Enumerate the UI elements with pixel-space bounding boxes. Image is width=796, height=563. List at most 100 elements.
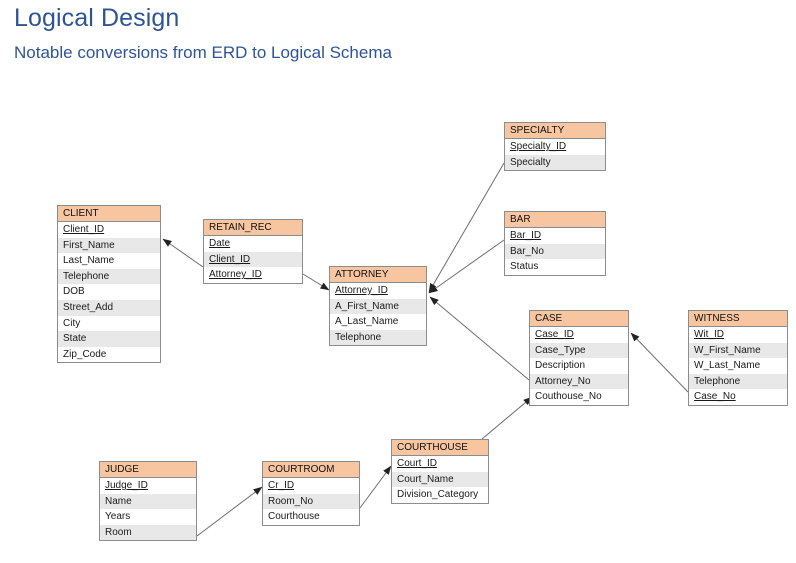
attribute-label: Division_Category xyxy=(397,489,479,501)
attribute-row: Telephone xyxy=(689,373,787,390)
attribute-row: First_Name xyxy=(58,237,160,254)
attribute-label: Street_Add xyxy=(63,301,114,313)
attribute-label: Last_Name xyxy=(63,255,115,267)
attribute-label: Telephone xyxy=(335,331,382,343)
attribute-label: Case_Type xyxy=(535,344,586,356)
entity-title: SPECIALTY xyxy=(505,123,605,139)
relationship-line xyxy=(429,296,530,381)
attribute-key-label: Client_ID xyxy=(63,224,105,235)
entity-title: CASE xyxy=(530,311,628,327)
attribute-key-label: Client_ID xyxy=(209,253,251,265)
attribute-key-label: Date xyxy=(209,238,231,249)
page-title: Logical Design xyxy=(14,4,180,32)
attribute-label: W_Last_Name xyxy=(694,360,761,372)
entity-title: BAR xyxy=(505,212,605,228)
entity-title: COURTHOUSE xyxy=(392,440,488,456)
attribute-key-label: Court_ID xyxy=(397,458,438,469)
attribute-row: Specialty_ID xyxy=(505,139,605,155)
attribute-row: Client_ID xyxy=(58,222,160,238)
attribute-key-label: Case_ID xyxy=(535,329,574,340)
attribute-label: W_First_Name xyxy=(694,344,761,356)
attribute-row: W_First_Name xyxy=(689,342,787,359)
attribute-row: Cr_ID xyxy=(263,478,359,494)
attribute-label: Telephone xyxy=(694,375,741,387)
attribute-row: Court_ID xyxy=(392,456,488,472)
relationship-line xyxy=(196,486,263,537)
relationship-line xyxy=(428,239,505,294)
attribute-row: Wit_ID xyxy=(689,327,787,343)
attribute-row: Client_ID xyxy=(204,251,302,268)
attribute-row: Street_Add xyxy=(58,299,160,316)
attribute-row: Case_Type xyxy=(530,342,628,359)
attribute-label: Room_No xyxy=(268,495,314,507)
attribute-key-label: Cr_ID xyxy=(268,480,295,491)
entity-title: COURTROOM xyxy=(263,462,359,478)
attribute-label: Zip_Code xyxy=(63,348,107,360)
attribute-key-label: Attorney_ID xyxy=(335,285,388,296)
attribute-label: A_Last_Name xyxy=(335,316,399,328)
attribute-row: Status xyxy=(505,259,605,275)
entity-title: WITNESS xyxy=(689,311,787,327)
attribute-label: Telephone xyxy=(63,270,110,282)
attribute-row: Attorney_ID xyxy=(204,267,302,283)
relationship-line xyxy=(630,332,689,393)
attribute-row: Bar_ID xyxy=(505,228,605,244)
attribute-row: Court_Name xyxy=(392,471,488,488)
relationship-line xyxy=(162,238,204,268)
attribute-label: Description xyxy=(535,360,586,372)
attribute-row: Case_ID xyxy=(530,327,628,343)
attribute-label: A_First_Name xyxy=(335,300,399,312)
attribute-row: Attorney_No xyxy=(530,373,628,390)
attribute-row: Case_No xyxy=(689,389,787,405)
page-subtitle: Notable conversions from ERD to Logical … xyxy=(14,43,392,62)
attribute-key-label: Specialty_ID xyxy=(510,141,567,152)
attribute-label: Couthouse_No xyxy=(535,391,602,403)
attribute-label: Status xyxy=(510,261,539,273)
attribute-row: Telephone xyxy=(58,268,160,285)
attribute-label: Court_Name xyxy=(397,473,454,485)
entity-title: ATTORNEY xyxy=(330,267,426,283)
attribute-row: Telephone xyxy=(330,329,426,346)
attribute-label: First_Name xyxy=(63,239,115,251)
attribute-key-label: Wit_ID xyxy=(694,329,724,340)
attribute-row: A_Last_Name xyxy=(330,314,426,330)
attribute-label: DOB xyxy=(63,286,85,298)
attribute-row: Bar_No xyxy=(505,243,605,260)
attribute-label: Courthouse xyxy=(268,511,320,523)
attribute-label: Name xyxy=(105,495,132,507)
attribute-label: Attorney_No xyxy=(535,375,591,387)
attribute-row: Description xyxy=(530,358,628,374)
attribute-row: W_Last_Name xyxy=(689,358,787,374)
attribute-label: Room xyxy=(105,526,132,538)
attribute-row: Courthouse xyxy=(263,509,359,525)
attribute-row: State xyxy=(58,331,160,347)
attribute-row: Zip_Code xyxy=(58,346,160,363)
relationship-line xyxy=(428,162,505,293)
attribute-row: Judge_ID xyxy=(100,478,196,494)
entity-title: JUDGE xyxy=(100,462,196,478)
attribute-row: DOB xyxy=(58,284,160,300)
attribute-key-label: Bar_ID xyxy=(510,230,542,241)
attribute-row: Years xyxy=(100,509,196,525)
attribute-row: Attorney_ID xyxy=(330,283,426,299)
entity-title: RETAIN_REC xyxy=(204,220,302,236)
attribute-row: Room_No xyxy=(263,493,359,510)
attribute-row: Couthouse_No xyxy=(530,389,628,405)
attribute-label: Years xyxy=(105,511,131,523)
attribute-row: Room xyxy=(100,524,196,541)
attribute-label: State xyxy=(63,333,87,345)
attribute-row: A_First_Name xyxy=(330,298,426,315)
relationship-line xyxy=(359,465,392,509)
